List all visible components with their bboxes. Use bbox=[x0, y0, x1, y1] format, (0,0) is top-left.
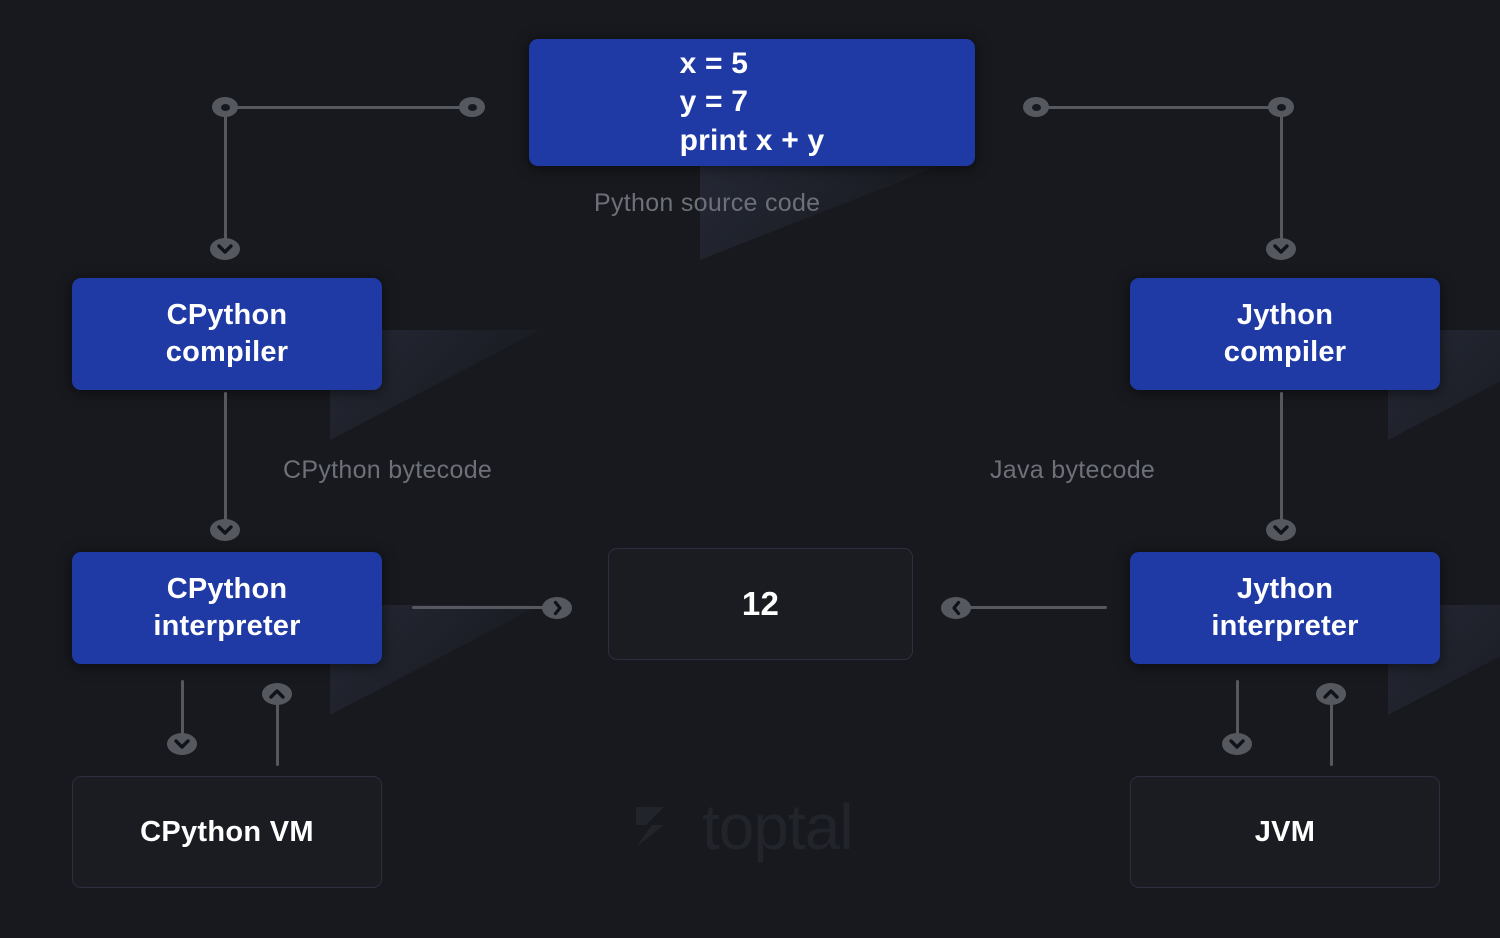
node-cpython-compiler-label: CPython compiler bbox=[165, 298, 289, 368]
result-value-label: 12 bbox=[741, 585, 780, 622]
chevron-up-icon bbox=[1323, 688, 1339, 699]
node-cpython-interpreter-label: CPython interpreter bbox=[153, 572, 301, 642]
arrowhead-down-to-cpython-vm bbox=[167, 733, 197, 755]
arrowhead-down-to-jython-interpreter bbox=[1266, 519, 1296, 541]
chevron-right-icon bbox=[553, 600, 562, 616]
arrowhead-left-to-result bbox=[941, 597, 971, 619]
toptal-mark-icon bbox=[636, 807, 664, 847]
connector-source-to-jython-vertical bbox=[1280, 106, 1283, 251]
chevron-up-icon bbox=[269, 688, 285, 699]
node-jython-compiler[interactable]: Jython compiler bbox=[1130, 278, 1440, 390]
connector-cpython-interpreter-to-result bbox=[412, 606, 557, 609]
node-cpython-vm-label: CPython VM bbox=[140, 815, 314, 848]
connector-endpoint-dot-source-right bbox=[1023, 97, 1049, 117]
node-result-value[interactable]: 12 bbox=[608, 548, 913, 660]
connector-jython-compiler-to-interpreter bbox=[1280, 392, 1283, 532]
chevron-down-icon bbox=[174, 738, 190, 749]
caption-cpython-bytecode: CPython bytecode bbox=[283, 456, 493, 484]
node-jvm-label: JVM bbox=[1254, 815, 1316, 848]
source-code-line-2: y = 7 bbox=[679, 85, 749, 119]
connector-cpython-compiler-to-interpreter bbox=[224, 392, 227, 532]
chevron-down-icon bbox=[1229, 738, 1245, 749]
node-cpython-compiler[interactable]: CPython compiler bbox=[72, 278, 382, 390]
arrowhead-down-to-cpython-compiler bbox=[210, 238, 240, 260]
chevron-down-icon bbox=[1273, 243, 1289, 254]
caption-java-bytecode: Java bytecode bbox=[990, 456, 1156, 484]
connector-source-to-jython-horizontal bbox=[1035, 106, 1283, 109]
connector-source-to-cpython-horizontal bbox=[224, 106, 472, 109]
toptal-wordmark: toptal bbox=[702, 791, 854, 863]
source-code-line-1: x = 5 bbox=[679, 46, 749, 80]
connector-endpoint-dot-source-left bbox=[459, 97, 485, 117]
node-python-source-code[interactable]: x = 5 y = 7 print x + y bbox=[529, 39, 975, 166]
connector-jython-interpreter-to-result bbox=[962, 606, 1107, 609]
arrowhead-down-to-jvm bbox=[1222, 733, 1252, 755]
arrowhead-up-to-jython-interpreter bbox=[1316, 683, 1346, 705]
chevron-left-icon bbox=[951, 600, 960, 616]
node-jvm[interactable]: JVM bbox=[1130, 776, 1440, 888]
chevron-down-icon bbox=[1273, 524, 1289, 535]
node-jython-compiler-label: Jython compiler bbox=[1223, 298, 1347, 368]
connector-jython-interpreter-to-vm bbox=[1236, 680, 1239, 752]
node-cpython-vm[interactable]: CPython VM bbox=[72, 776, 382, 888]
arrowhead-up-to-cpython-interpreter bbox=[262, 683, 292, 705]
connector-source-to-cpython-vertical bbox=[224, 106, 227, 251]
arrowhead-down-to-cpython-interpreter bbox=[210, 519, 240, 541]
connector-cpython-vm-to-interpreter bbox=[276, 700, 279, 766]
caption-python-source-code: Python source code bbox=[594, 189, 821, 217]
connector-jvm-to-jython-interpreter bbox=[1330, 700, 1333, 766]
connector-corner-dot-jython-top bbox=[1268, 97, 1294, 117]
connector-corner-dot-cpython-top bbox=[212, 97, 238, 117]
arrowhead-right-to-result bbox=[542, 597, 572, 619]
toptal-logo: toptal bbox=[630, 791, 854, 863]
node-cpython-interpreter[interactable]: CPython interpreter bbox=[72, 552, 382, 664]
node-jython-interpreter-label: Jython interpreter bbox=[1211, 572, 1359, 642]
source-code-line-3: print x + y bbox=[679, 123, 825, 157]
node-jython-interpreter[interactable]: Jython interpreter bbox=[1130, 552, 1440, 664]
chevron-down-icon bbox=[217, 243, 233, 254]
connector-cpython-interpreter-to-vm bbox=[181, 680, 184, 752]
chevron-down-icon bbox=[217, 524, 233, 535]
arrowhead-down-to-jython-compiler bbox=[1266, 238, 1296, 260]
